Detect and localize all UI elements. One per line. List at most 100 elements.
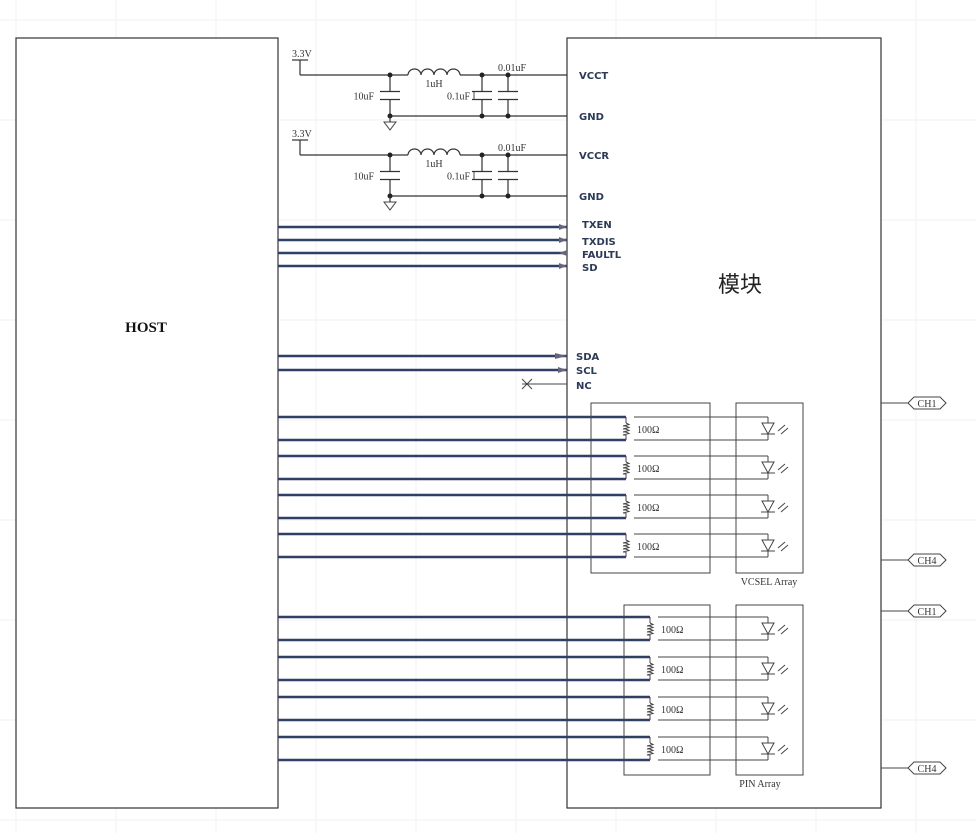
- inductor-label: 1uH: [425, 159, 442, 170]
- rx-section: 100Ω 100Ω 100Ω 100Ω: [278, 615, 789, 762]
- resistor: [646, 742, 655, 756]
- light-arrow: [780, 427, 789, 435]
- resistor-label: 100Ω: [637, 503, 659, 514]
- port-rx-ch4: [907, 761, 947, 775]
- diode: [761, 662, 775, 676]
- light-arrow: [777, 424, 786, 432]
- pin-vcct: VCCT: [579, 71, 608, 82]
- light-arrow: [777, 664, 786, 672]
- power-filter-vcct: 3.3V 1uH 10uF 0.1uF 0.01uF VCCT GND: [292, 49, 608, 131]
- pin-scl: SCL: [576, 366, 598, 377]
- pin-faultl: FAULTL: [582, 250, 622, 261]
- cap-small-label: 0.01uF: [498, 63, 527, 74]
- diode: [761, 622, 775, 636]
- port-rx-ch4-label: CH4: [918, 764, 937, 775]
- light-arrow: [777, 463, 786, 471]
- pin-sd: SD: [582, 263, 598, 274]
- junction-dot: [505, 152, 511, 158]
- module-block: [566, 37, 882, 809]
- diode: [761, 702, 775, 716]
- pin-array-block: [735, 604, 804, 776]
- vcsel-array-label: VCSEL Array: [741, 577, 798, 588]
- cap-bulk-label: 10uF: [353, 172, 374, 183]
- resistor: [622, 461, 631, 475]
- junction-dot: [479, 113, 485, 119]
- light-arrow: [777, 502, 786, 510]
- diode: [761, 539, 775, 553]
- ground-symbol: [383, 201, 397, 211]
- pin-gnd: GND: [579, 112, 604, 123]
- resistor: [646, 622, 655, 636]
- diode: [761, 461, 775, 475]
- resistor: [646, 662, 655, 676]
- port-rx-ch1: [907, 604, 947, 618]
- junction-dot: [505, 193, 511, 199]
- host-block: [15, 37, 279, 809]
- cap-mid-label: 0.1uF: [447, 92, 471, 103]
- resistor-label: 100Ω: [637, 542, 659, 553]
- light-arrow: [780, 466, 789, 474]
- cap-mid-label: 0.1uF: [447, 172, 471, 183]
- inductor: [407, 68, 461, 76]
- port-tx-ch4: [907, 553, 947, 567]
- junction-dot: [387, 72, 393, 78]
- supply-label: 3.3V: [292, 49, 313, 60]
- light-arrow: [777, 541, 786, 549]
- pin-vccr: VCCR: [579, 151, 609, 162]
- ground-symbol: [383, 121, 397, 131]
- resistor-label: 100Ω: [637, 464, 659, 475]
- cap-bulk-label: 10uF: [353, 92, 374, 103]
- i2c-bus: [278, 353, 567, 390]
- light-arrow: [777, 744, 786, 752]
- vcsel-array-block: [735, 402, 804, 574]
- resistor-label: 100Ω: [661, 665, 683, 676]
- junction-dot: [479, 193, 485, 199]
- junction-dot: [479, 152, 485, 158]
- pin-array-label: PIN Array: [739, 779, 780, 790]
- light-arrow: [780, 707, 789, 715]
- tx-section: 100Ω 100Ω 100Ω 100Ω: [278, 415, 789, 559]
- resistor: [622, 539, 631, 553]
- supply-label: 3.3V: [292, 129, 313, 140]
- pin-gnd: GND: [579, 192, 604, 203]
- control-bus: [278, 224, 567, 269]
- inductor: [407, 148, 461, 156]
- channel-ports: [881, 396, 947, 775]
- port-tx-ch4-label: CH4: [918, 556, 937, 567]
- junction-dot: [387, 152, 393, 158]
- pin-sda: SDA: [576, 352, 600, 363]
- diode: [761, 500, 775, 514]
- resistor-label: 100Ω: [661, 625, 683, 636]
- resistor: [622, 422, 631, 436]
- resistor-label: 100Ω: [661, 745, 683, 756]
- junction-dot: [479, 72, 485, 78]
- resistor: [646, 702, 655, 716]
- light-arrow: [777, 704, 786, 712]
- inductor-label: 1uH: [425, 79, 442, 90]
- pin-txen: TXEN: [582, 220, 612, 231]
- light-arrow: [780, 544, 789, 552]
- light-arrow: [777, 624, 786, 632]
- resistor: [622, 500, 631, 514]
- resistor-label: 100Ω: [661, 705, 683, 716]
- host-label: HOST: [125, 320, 167, 336]
- diode: [761, 422, 775, 436]
- port-tx-ch1-label: CH1: [918, 399, 937, 410]
- resistor-label: 100Ω: [637, 425, 659, 436]
- module-label: 模块: [718, 273, 762, 298]
- light-arrow: [780, 747, 789, 755]
- light-arrow: [780, 505, 789, 513]
- light-arrow: [780, 627, 789, 635]
- rx-termination-block: [623, 604, 711, 776]
- junction-dot: [505, 113, 511, 119]
- port-rx-ch1-label: CH1: [918, 607, 937, 618]
- light-arrow: [780, 667, 789, 675]
- port-tx-ch1: [907, 396, 947, 410]
- cap-small-label: 0.01uF: [498, 143, 527, 154]
- diode: [761, 742, 775, 756]
- power-filter-vccr: 3.3V 1uH 10uF 0.1uF 0.01uF VCCR GND: [292, 129, 609, 211]
- pin-txdis: TXDIS: [582, 237, 616, 248]
- pin-nc: NC: [576, 381, 592, 392]
- junction-dot: [505, 72, 511, 78]
